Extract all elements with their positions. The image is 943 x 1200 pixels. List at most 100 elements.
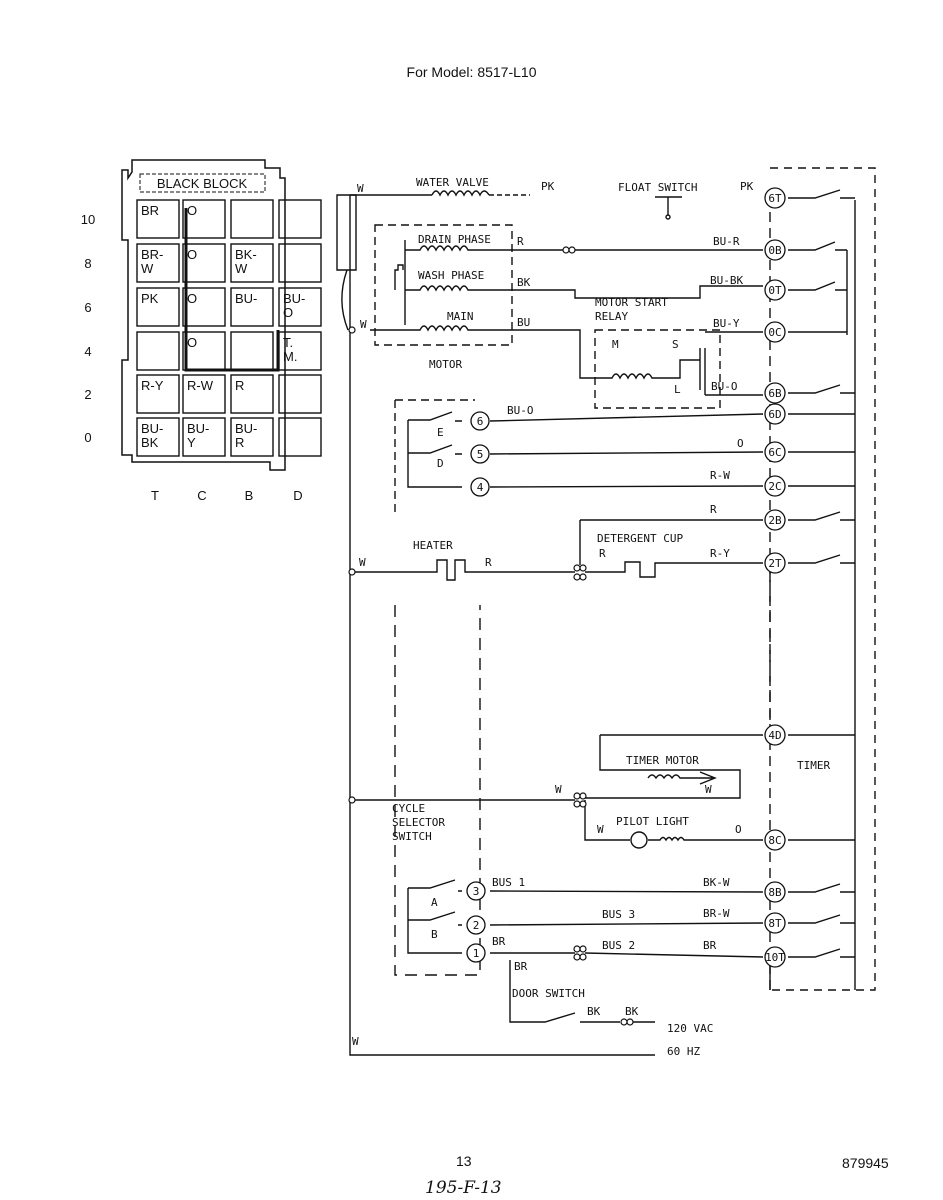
- black-block-cell-label: BR: [141, 203, 159, 218]
- timer-terminal-label: 2T: [768, 557, 782, 570]
- selector-upper-boundary: [394, 399, 475, 515]
- timer-terminal: [764, 187, 786, 209]
- black-block-row-label: 10: [81, 212, 95, 227]
- wire-label: PK: [740, 180, 754, 193]
- black-block-cell-label: W: [141, 261, 154, 276]
- wire-label: W: [555, 783, 562, 796]
- wire-label: BK-W: [703, 876, 730, 889]
- selector-label: SELECTOR: [392, 816, 445, 829]
- timer-terminal-label: 8B: [768, 886, 782, 899]
- w-main-bus: [349, 195, 655, 1056]
- supply-voltage-label: 120 VAC: [667, 1022, 713, 1035]
- timer-terminal: [764, 946, 786, 968]
- black-block-cell: [182, 374, 226, 414]
- timer-terminal-label: 0C: [768, 326, 781, 339]
- timer-terminal: [764, 881, 786, 903]
- float-switch-label: FLOAT SWITCH: [618, 181, 697, 194]
- black-block-cell: [136, 331, 180, 371]
- timer-terminal: [764, 279, 786, 301]
- wire-label: O: [737, 437, 744, 450]
- black-block-cell: [136, 287, 180, 327]
- timer-terminal: [764, 475, 786, 497]
- motor-label: MOTOR: [429, 358, 462, 371]
- switch-contact-label: B: [431, 928, 438, 941]
- black-block-cell: [182, 243, 226, 283]
- selector-terminal: [466, 915, 486, 935]
- selector-terminal-label: 2: [473, 919, 480, 932]
- black-block-cell-label: BU-: [235, 421, 257, 436]
- wire-label: R: [517, 235, 524, 248]
- document-number: 879945: [842, 1155, 889, 1171]
- timer-terminal-label: 10T: [765, 951, 785, 964]
- selector-terminal: [470, 477, 490, 497]
- float-switch: [655, 196, 682, 215]
- wire-label: BK: [625, 1005, 639, 1018]
- bus1-label: BUS 1: [492, 876, 525, 889]
- timer-terminal: [764, 829, 786, 851]
- wire-label: W: [597, 823, 604, 836]
- black-block-cell-label: T.: [283, 335, 293, 350]
- black-block-cell: [230, 374, 274, 414]
- black-block-col-label: B: [245, 488, 254, 503]
- black-block-cell: [182, 417, 226, 457]
- motor-boundary: [374, 224, 513, 346]
- wire-label: BK: [517, 276, 531, 289]
- timer-motor-coil: [647, 771, 717, 785]
- black-block-cell-label: R-Y: [141, 378, 164, 393]
- wire-label: R: [710, 503, 717, 516]
- wash-phase-label: WASH PHASE: [418, 269, 484, 282]
- timer-terminal: [764, 724, 786, 746]
- timer-terminal-label: 2C: [768, 480, 781, 493]
- timer-terminal-label: 6T: [768, 192, 782, 205]
- wire-label: BR: [703, 939, 717, 952]
- timer-terminal: [764, 403, 786, 425]
- black-block-cell: [230, 243, 274, 283]
- selector-terminal-label: 1: [473, 947, 480, 960]
- wire-label: W: [360, 318, 367, 331]
- timer-terminal-label: 4D: [768, 729, 781, 742]
- wire-label: BK: [587, 1005, 601, 1018]
- selector-terminal-label: 3: [473, 885, 480, 898]
- timer-terminal-label: 0B: [768, 244, 782, 257]
- motor-start-relay-boundary: [594, 329, 721, 409]
- timer-terminal: [764, 321, 786, 343]
- wire-label: R-Y: [710, 547, 730, 560]
- selector-terminal: [466, 943, 486, 963]
- pilot-light-label: PILOT LIGHT: [616, 815, 689, 828]
- black-block-cell: [278, 199, 322, 239]
- wire-label: R: [599, 547, 606, 560]
- black-block-cell-label: BU-: [235, 291, 257, 306]
- black-block-cell: [136, 374, 180, 414]
- switch-contact-label: A: [431, 896, 438, 909]
- relay-label: RELAY: [595, 310, 628, 323]
- wire-label: O: [735, 823, 742, 836]
- black-block-cell-label: O: [187, 291, 197, 306]
- black-block-cell-label: BU-: [141, 421, 163, 436]
- black-block-row-label: 8: [84, 256, 91, 271]
- heater-label: HEATER: [413, 539, 453, 552]
- selector-terminal: [470, 411, 490, 431]
- black-block-cell: [278, 374, 322, 414]
- black-block-col-label: C: [197, 488, 206, 503]
- black-block-row-label: 4: [84, 344, 91, 359]
- page-number: 13: [456, 1153, 472, 1169]
- wire-label: BR: [514, 960, 528, 973]
- black-block-cell-label: BK-: [235, 247, 257, 262]
- timer-terminal-label: 8T: [768, 917, 782, 930]
- timer-terminal-label: 8C: [768, 834, 781, 847]
- model-header: For Model: 8517-L10: [406, 64, 537, 80]
- black-block-cell: [230, 417, 274, 457]
- timer-boundary: [770, 167, 876, 991]
- selector-terminal: [470, 444, 490, 464]
- wire-label: PK: [541, 180, 555, 193]
- relay-m-label: M: [612, 338, 619, 351]
- plug-symbol: [336, 194, 357, 271]
- timer-terminal-label: 2B: [768, 514, 782, 527]
- main-winding-label: MAIN: [447, 310, 474, 323]
- black-block-cell-label: BU-: [283, 291, 305, 306]
- switch-contact-label: E: [437, 426, 444, 439]
- timer-terminal-label: 6C: [768, 446, 781, 459]
- relay-s-label: S: [672, 338, 679, 351]
